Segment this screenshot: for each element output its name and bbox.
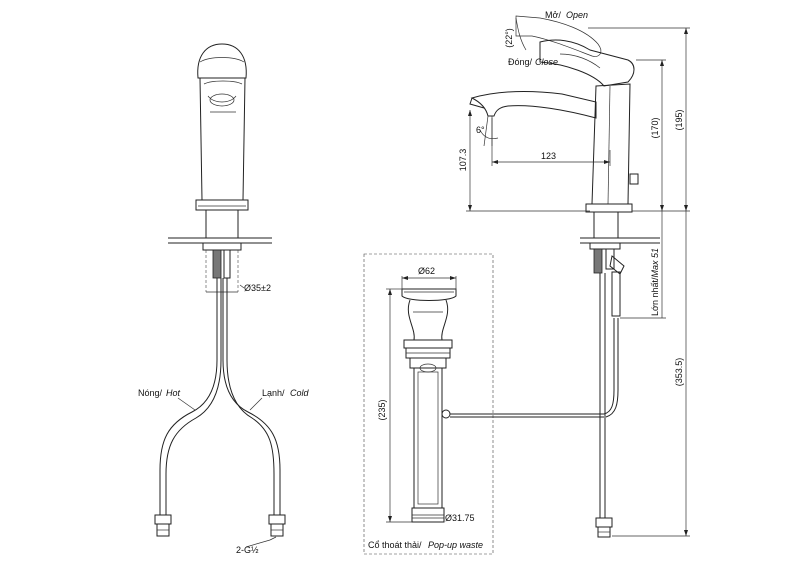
cold-label-en: Cold [290, 388, 310, 398]
close-label-en: Close [535, 57, 558, 67]
drain-caption-en: Pop-up waste [428, 540, 483, 550]
max-thickness-vn: Lớn nhất/ [650, 277, 660, 316]
side-view-dimensions [466, 27, 690, 537]
cold-label-vn: Lạnh/ [262, 388, 285, 398]
spout-angle-label: 6° [476, 125, 485, 135]
close-label-vn: Đóng/ [508, 57, 533, 67]
dimension-arrows [388, 28, 688, 536]
hole-diameter-label: Ø35±2 [244, 283, 271, 293]
lever-angle-label: (22°) [504, 28, 514, 48]
popup-waste-detail [363, 253, 494, 555]
max-thickness-en: Max 51 [650, 248, 660, 278]
reach-label: 123 [541, 151, 556, 161]
open-label-en: Open [566, 10, 588, 20]
total-height-label: (353.5) [674, 358, 684, 387]
hot-label-en: Hot [166, 388, 181, 398]
front-view [154, 43, 286, 548]
hot-label-vn: Nóng/ [138, 388, 163, 398]
max-thickness-label: Lớn nhất/Max 51 [650, 248, 660, 316]
drain-caption-vn: Cổ thoát thải/ [368, 540, 422, 550]
drain-bottom-diameter: Ø31.75 [445, 513, 475, 523]
open-label-vn: Mở/ [545, 10, 561, 20]
height-195-label: (195) [674, 109, 684, 130]
spout-height-label: 107.3 [458, 149, 468, 172]
height-170-label: (170) [650, 117, 660, 138]
drain-top-diameter: Ø62 [418, 266, 435, 276]
thread-size-label: 2-G½ [236, 545, 259, 555]
popup-linkage [450, 318, 619, 418]
side-view [469, 15, 660, 538]
drain-length: (235) [377, 399, 387, 420]
